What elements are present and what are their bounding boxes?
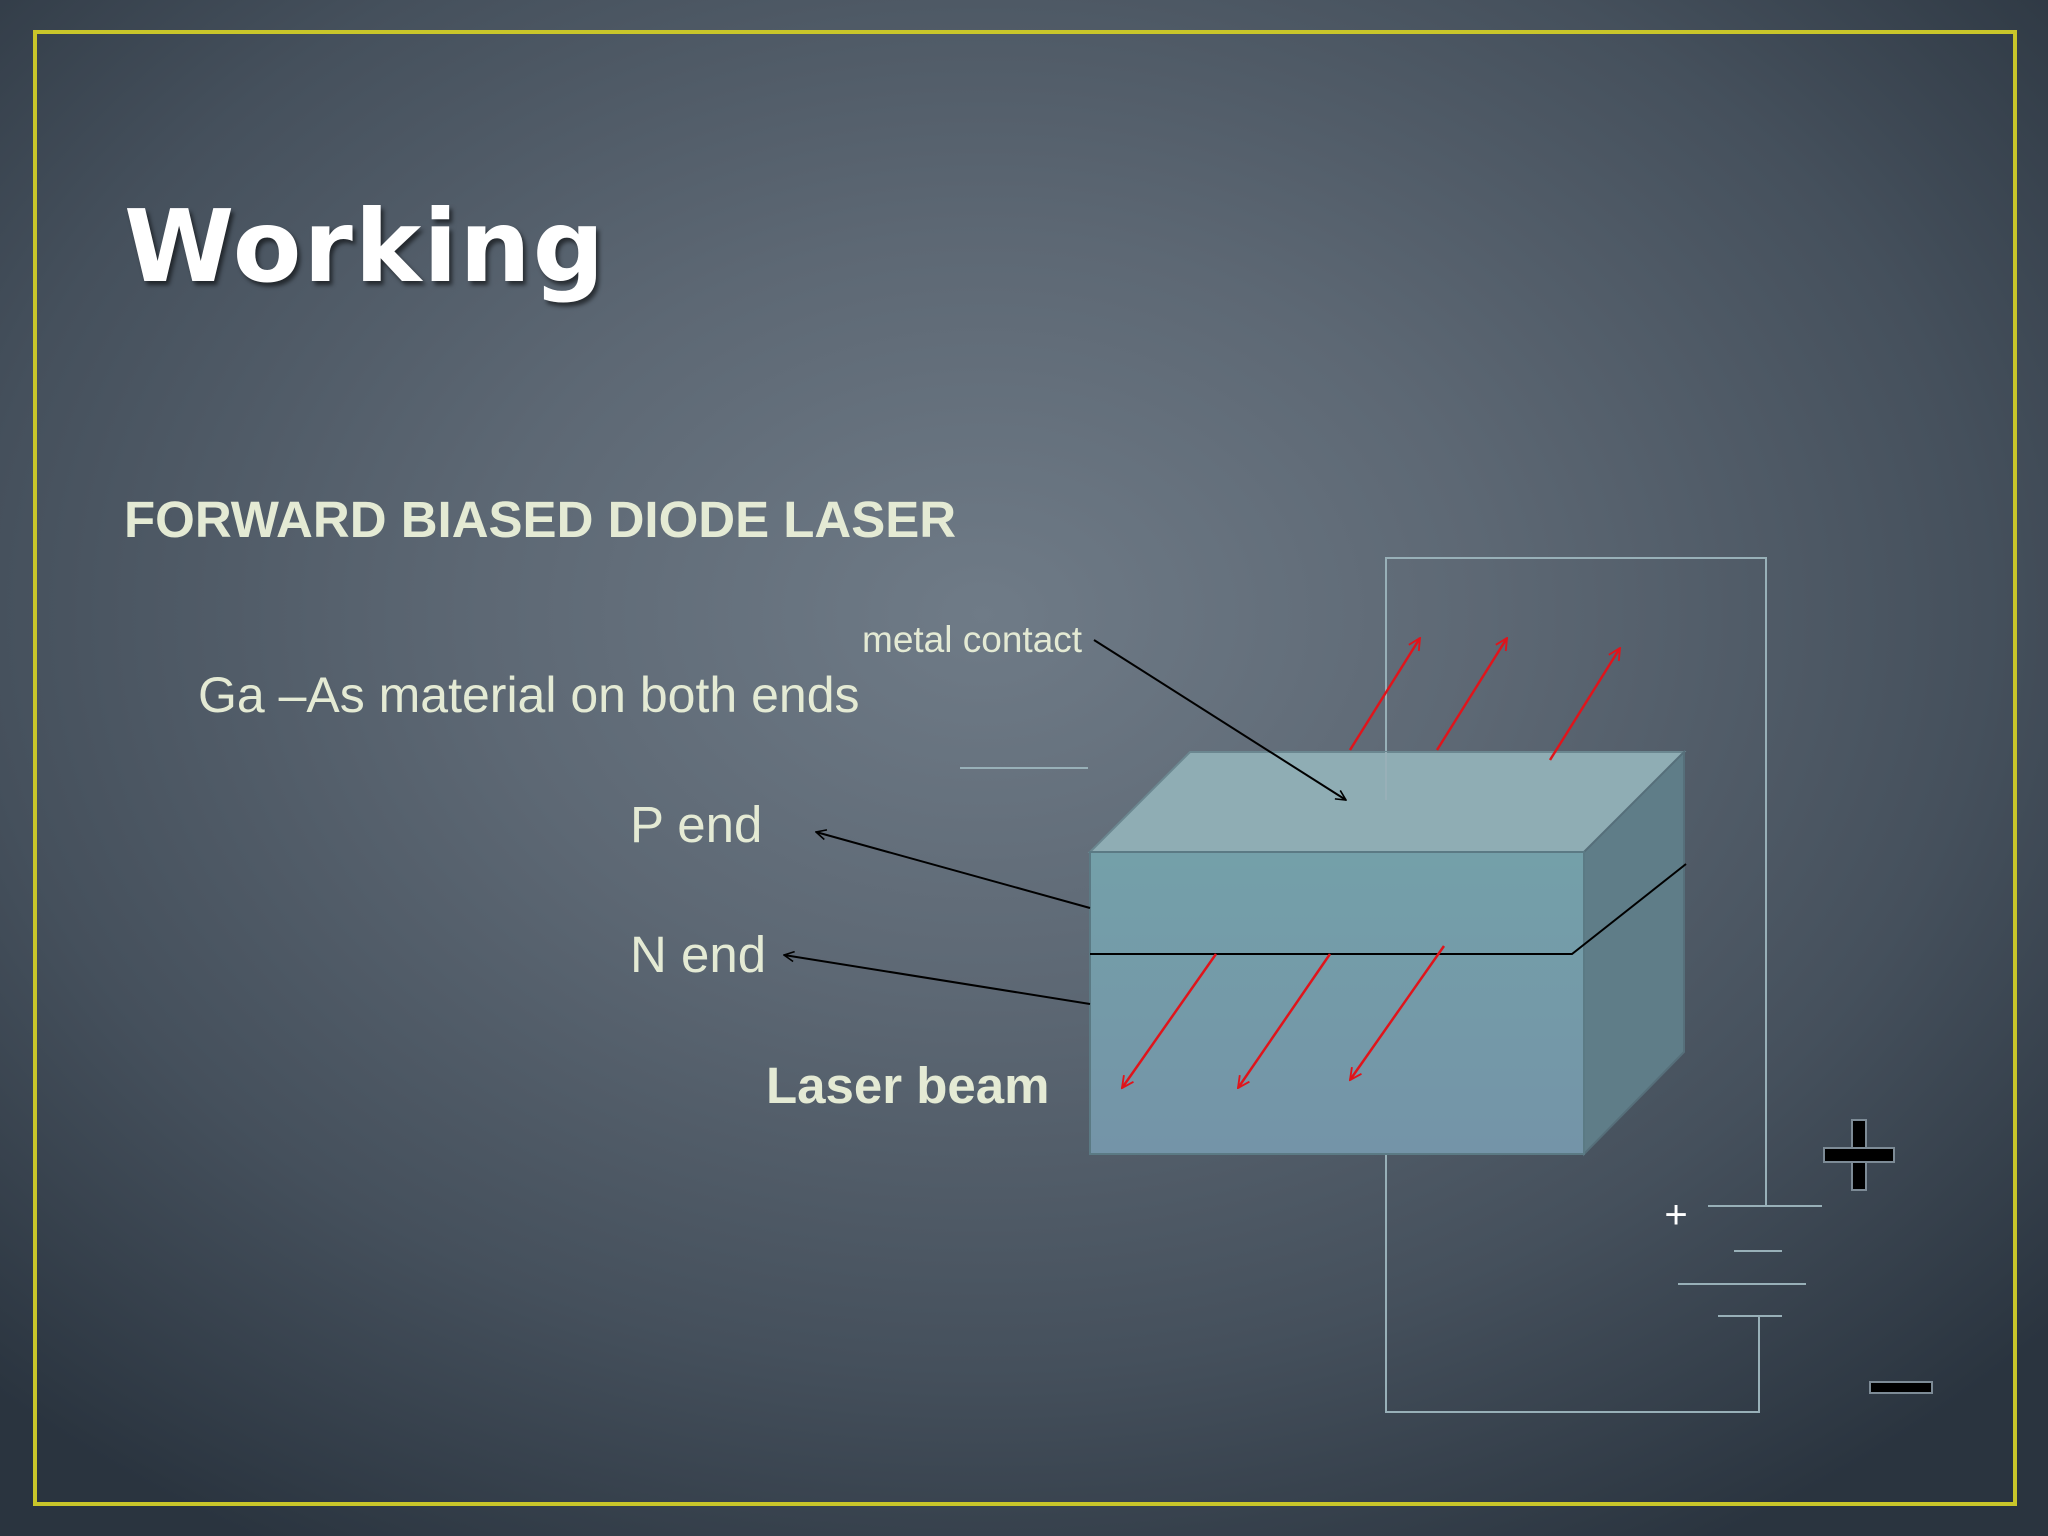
laser-beam-up-3 xyxy=(1548,648,1620,761)
laser-beams-up xyxy=(1348,638,1620,761)
n-end-arrow xyxy=(784,955,1091,1005)
wire-bottom xyxy=(1385,1150,1760,1413)
material-note: Ga –As material on both ends xyxy=(198,667,860,723)
laser-beam-down-2 xyxy=(1238,953,1332,1088)
laser-beam-down-3 xyxy=(1350,945,1446,1080)
slide-border xyxy=(33,30,2017,1506)
circuit-wires xyxy=(960,557,1767,1413)
battery-minus-large xyxy=(1869,1381,1933,1394)
laser-beam-label: Laser beam xyxy=(766,1057,1050,1114)
laser-beam-down-1 xyxy=(1122,953,1218,1088)
p-end-label: P end xyxy=(630,796,762,853)
metal-contact-arrow xyxy=(1093,639,1346,800)
laser-beam-up-2 xyxy=(1435,638,1507,751)
n-end-label: N end xyxy=(630,926,766,983)
slide-subtitle: FORWARD BIASED DIODE LASER xyxy=(124,491,957,548)
p-end-arrow xyxy=(816,832,1091,909)
metal-contact-label: metal contact xyxy=(862,619,1083,660)
pointer-arrows xyxy=(784,639,1346,1005)
battery-symbol xyxy=(1678,1205,1822,1412)
wire-top xyxy=(1385,557,1767,1205)
pn-junction-line xyxy=(1090,863,1687,955)
laser-beam-up-1 xyxy=(1348,638,1420,751)
diode-block xyxy=(1087,749,1687,1157)
slide-title: Working xyxy=(124,188,607,305)
battery-plus-small: + xyxy=(1664,1193,1687,1237)
diode-front-face xyxy=(1089,851,1585,1155)
laser-beams-down xyxy=(1122,945,1446,1088)
battery-plus-large xyxy=(1823,1119,1895,1191)
